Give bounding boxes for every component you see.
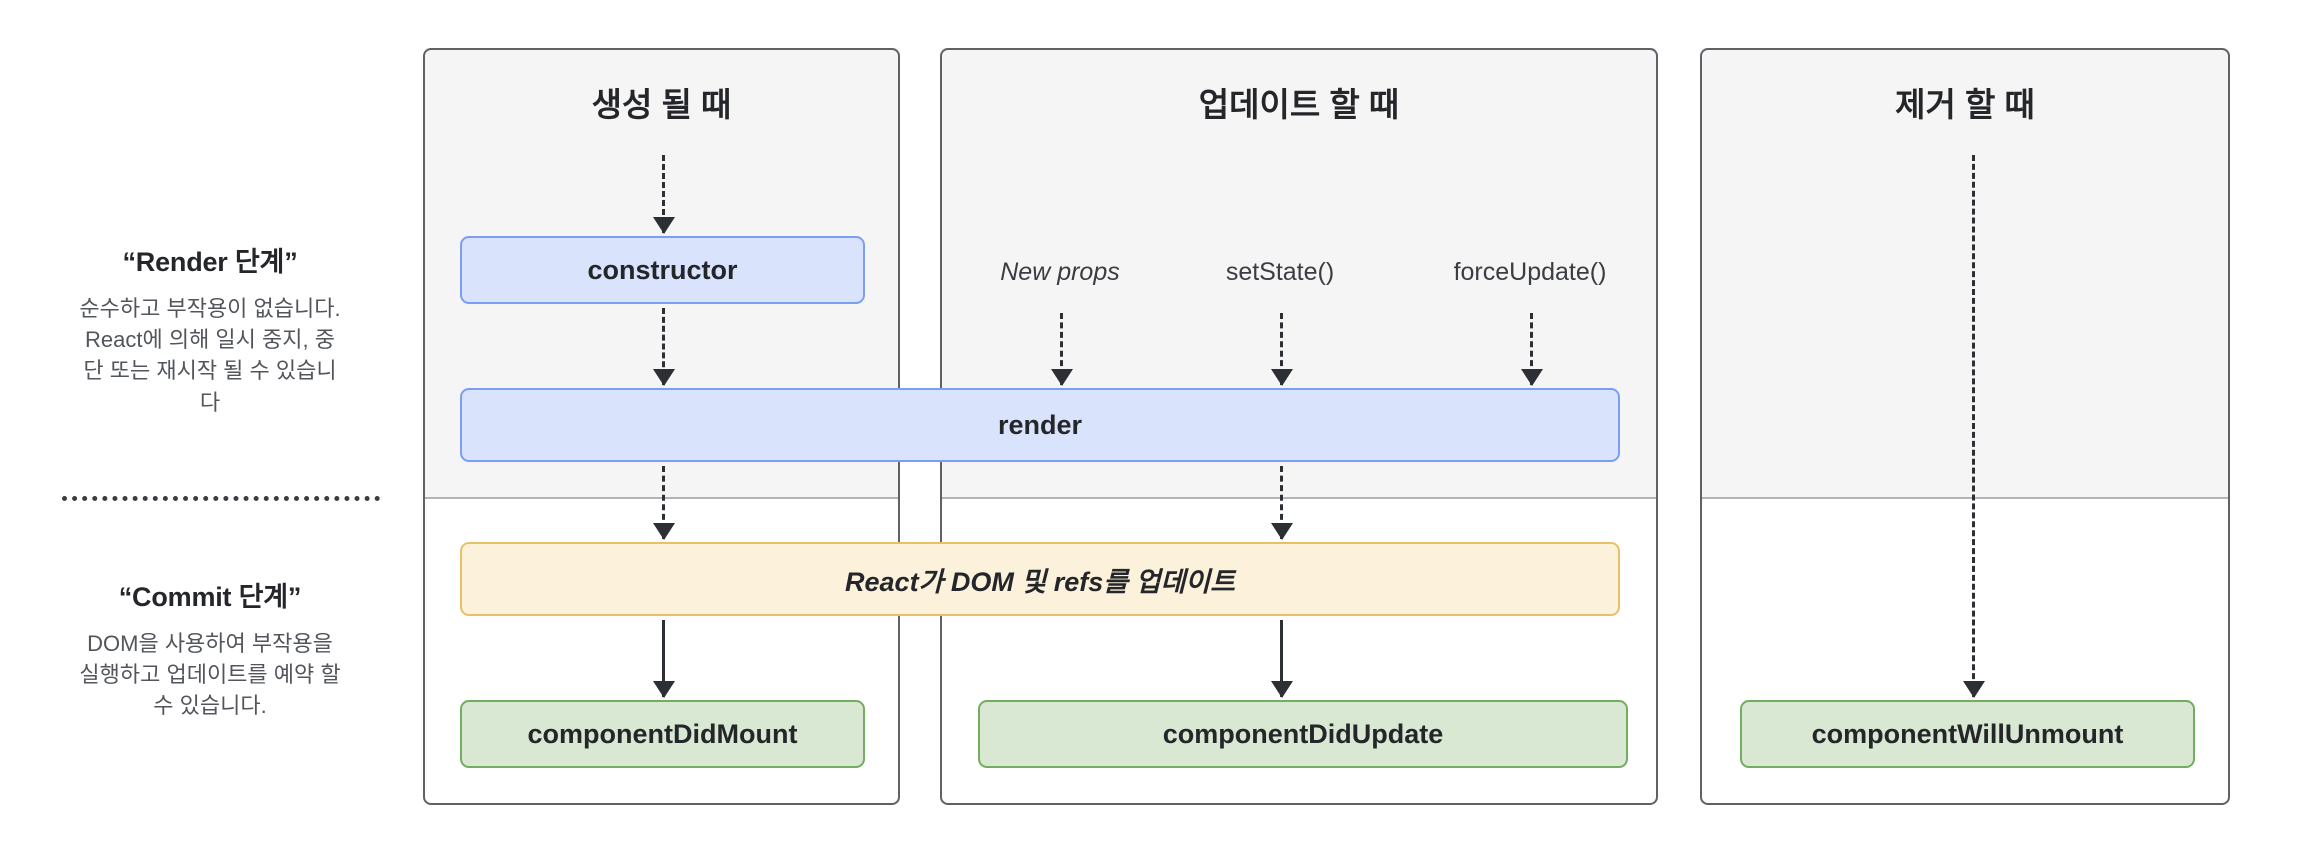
node-dom-and-refs-update[interactable]: React가 DOM 및 refs를 업데이트 — [460, 542, 1620, 616]
column-header-update: 업데이트 할 때 — [1198, 86, 1400, 123]
legend-commit-phase-description: DOM을 사용하여 부작용을 실행하고 업데이트를 예약 할 수 있습니다. — [79, 631, 341, 719]
trigger-new-props: New props — [1000, 258, 1120, 286]
legend-commit-phase-title: “Commit 단계” — [118, 582, 302, 612]
node-component-will-unmount[interactable]: componentWillUnmount — [1740, 700, 2195, 768]
node-component-did-update[interactable]: componentDidUpdate — [978, 700, 1628, 768]
node-component-did-mount[interactable]: componentDidMount — [460, 700, 865, 768]
phase-divider-mount — [425, 497, 898, 499]
phase-divider-update — [942, 497, 1656, 499]
legend-render-phase-description: 순수하고 부작용이 없습니다. React에 의해 일시 중지, 중단 또는 재… — [79, 296, 341, 415]
phase-divider-unmount — [1702, 497, 2228, 499]
node-render[interactable]: render — [460, 388, 1620, 462]
render-phase-band-unmount — [1702, 48, 2228, 498]
column-unmount — [1700, 48, 2230, 805]
trigger-force-update: forceUpdate() — [1453, 258, 1607, 286]
node-constructor[interactable]: constructor — [460, 236, 865, 304]
phase-separator-dotted — [62, 496, 380, 501]
legend-commit-phase: “Commit 단계” DOM을 사용하여 부작용을 실행하고 업데이트를 예약… — [0, 575, 420, 722]
trigger-set-state: setState() — [1225, 258, 1335, 286]
column-header-unmount: 제거 할 때 — [1895, 86, 2035, 123]
column-header-mount: 생성 될 때 — [591, 86, 732, 123]
legend-render-phase-title: “Render 단계” — [122, 247, 298, 277]
legend-render-phase: “Render 단계” 순수하고 부작용이 없습니다. React에 의해 일시… — [0, 240, 420, 418]
